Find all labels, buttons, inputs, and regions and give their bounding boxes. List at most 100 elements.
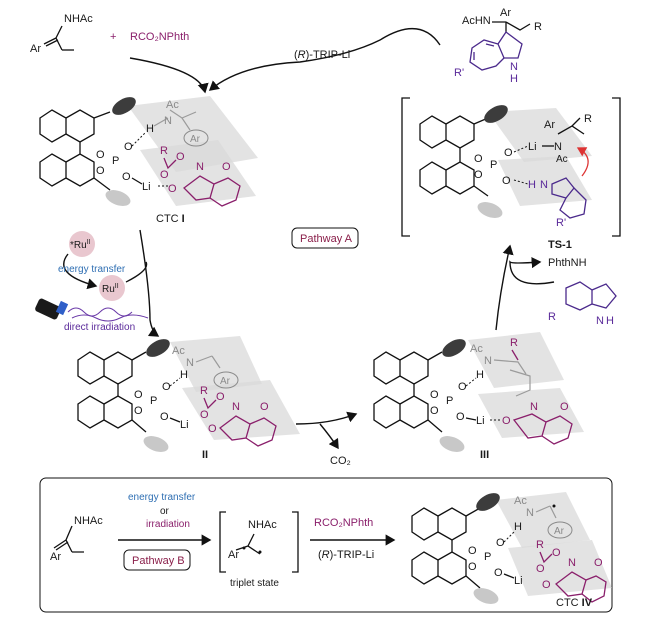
- svg-text:N: N: [196, 161, 204, 173]
- svg-text:O: O: [536, 563, 545, 575]
- svg-text:O: O: [474, 169, 483, 181]
- svg-text:N: N: [164, 115, 172, 127]
- svg-text:O: O: [542, 579, 551, 591]
- svg-text:O: O: [168, 183, 177, 195]
- svg-text:O: O: [134, 389, 143, 401]
- svg-text:H: H: [146, 123, 154, 135]
- box-ester: RCO₂NPhth: [314, 517, 373, 529]
- svg-text:P: P: [446, 395, 453, 407]
- svg-text:O: O: [162, 381, 171, 393]
- photocatalysis-cycle: *RuII RuII energy transfer direct irradi…: [35, 231, 149, 333]
- enamide-ar: Ar: [30, 43, 41, 55]
- direct-irradiation-label: direct irradiation: [64, 322, 135, 333]
- svg-text:O: O: [430, 405, 439, 417]
- svg-text:N: N: [232, 401, 240, 413]
- svg-text:R: R: [200, 385, 208, 397]
- svg-text:O: O: [222, 161, 231, 173]
- svg-text:O: O: [552, 547, 561, 559]
- product-indole-n: N: [510, 61, 518, 73]
- svg-text:O: O: [458, 381, 467, 393]
- svg-text:Li: Li: [180, 419, 189, 431]
- svg-text:H: H: [476, 369, 484, 381]
- product-ar: Ar: [500, 7, 511, 19]
- svg-text:Li: Li: [476, 415, 485, 427]
- ctc1-p: P: [112, 155, 119, 167]
- svg-text:N: N: [568, 557, 576, 569]
- svg-text:O: O: [216, 391, 225, 403]
- svg-text:O: O: [456, 411, 465, 423]
- svg-text:O: O: [560, 401, 569, 413]
- svg-text:N: N: [526, 507, 534, 519]
- product-tryptamine: Ar AcHN R N H R': [454, 7, 542, 85]
- arrow-iii-to-ts1: [495, 244, 514, 331]
- svg-text:O: O: [430, 389, 439, 401]
- svg-text:O: O: [160, 411, 169, 423]
- ctc1-complex: O O P O O H Ac N Ar Li R O O N O O CTC I: [39, 96, 258, 225]
- plus-sign: +: [110, 31, 116, 43]
- ru-ground: RuII: [102, 283, 119, 295]
- svg-text:Ar: Ar: [554, 526, 565, 537]
- svg-text:Ac: Ac: [514, 495, 527, 507]
- svg-text:O: O: [96, 165, 105, 177]
- catalyst-label: (R)-TRIP-Li: [294, 49, 350, 61]
- svg-text:O: O: [468, 545, 477, 557]
- svg-text:R: R: [584, 113, 592, 125]
- svg-text:N: N: [530, 401, 538, 413]
- arrow-top-cycle: [208, 27, 441, 91]
- box-enamide: NHAc Ar: [50, 515, 103, 563]
- svg-text:O: O: [468, 561, 477, 573]
- ester-reagent: RCO₂NPhth: [130, 31, 189, 43]
- svg-text:N: N: [484, 355, 492, 367]
- svg-text:O: O: [260, 401, 269, 413]
- svg-text:R: R: [160, 145, 168, 157]
- svg-text:O: O: [496, 537, 505, 549]
- catalyst-r: R: [298, 49, 306, 61]
- svg-text:Ar: Ar: [190, 134, 201, 145]
- triplet-state-label: triplet state: [230, 578, 279, 589]
- svg-text:O: O: [96, 149, 105, 161]
- svg-text:R: R: [510, 337, 518, 349]
- svg-text:O: O: [504, 147, 513, 159]
- box-or: or: [160, 506, 170, 517]
- pathway-b-label: Pathway B: [132, 555, 185, 567]
- svg-text:R: R: [536, 539, 544, 551]
- int3-label: III: [480, 449, 489, 461]
- svg-text:O: O: [124, 141, 133, 153]
- product-rprime: R': [454, 67, 464, 79]
- energy-transfer-label: energy transfer: [58, 264, 126, 275]
- arrow-co2-out: [319, 423, 339, 450]
- ts1-label: TS-1: [548, 239, 572, 251]
- ctc4-complex: O O P O O H Ac N Ar Li R O O N O O CTC I…: [411, 492, 612, 609]
- svg-text:O: O: [134, 405, 143, 417]
- svg-text:Ac: Ac: [172, 345, 185, 357]
- svg-text:Ar: Ar: [50, 551, 61, 563]
- svg-text:(R)-TRIP-Li: (R)-TRIP-Li: [294, 49, 350, 61]
- svg-text:NHAc: NHAc: [74, 515, 103, 527]
- arrow-phthnh-out: [509, 257, 555, 285]
- svg-text:O: O: [208, 423, 217, 435]
- svg-text:O: O: [160, 169, 169, 181]
- co2-label: CO₂: [330, 455, 351, 467]
- pathway-b-box: NHAc Ar energy transfer or irradiation P…: [39, 477, 613, 613]
- svg-text:N: N: [186, 357, 194, 369]
- svg-text:H: H: [180, 369, 188, 381]
- svg-text:N: N: [596, 315, 604, 327]
- svg-text:NHAc: NHAc: [248, 519, 277, 531]
- enamide-nhac: NHAc: [64, 13, 93, 25]
- int2-label: II: [202, 449, 208, 461]
- svg-text:O: O: [474, 153, 483, 165]
- pathway-a-badge: Pathway A: [291, 227, 359, 249]
- box-catalyst: (R)-TRIP-Li: [318, 549, 374, 561]
- indole-reagent: R N H: [548, 281, 617, 327]
- box-energy-transfer: energy transfer: [128, 492, 196, 503]
- svg-text:O: O: [200, 409, 209, 421]
- svg-text:O: O: [594, 557, 603, 569]
- box-irradiation: irradiation: [146, 519, 190, 530]
- svg-text:P: P: [150, 395, 157, 407]
- svg-text:O: O: [502, 415, 511, 427]
- svg-text:P: P: [490, 159, 497, 171]
- ctc1-li: Li: [142, 181, 151, 193]
- svg-text:R: R: [548, 311, 556, 323]
- svg-text:O: O: [494, 567, 503, 579]
